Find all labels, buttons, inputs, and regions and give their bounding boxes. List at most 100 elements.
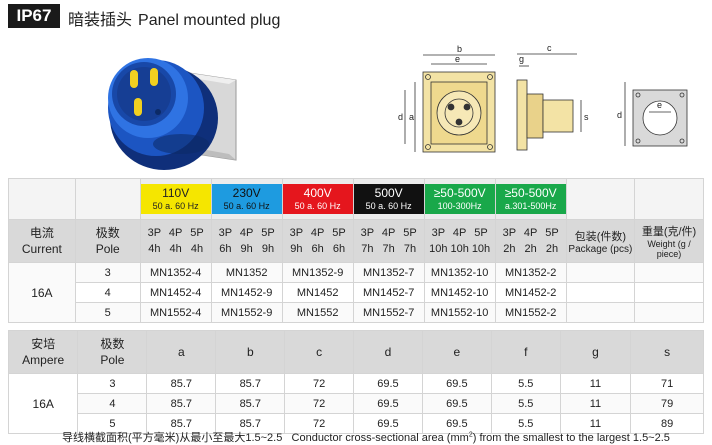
pole-cell: 5: [74, 302, 141, 323]
package-cell: [565, 282, 636, 303]
model-cell: MN1552-9: [210, 302, 283, 323]
dim-cell: 11: [559, 393, 632, 414]
pole-cell: 4: [77, 393, 148, 414]
pole-cell: 3: [77, 373, 148, 394]
model-cell: MN1352-10: [423, 262, 496, 283]
dim-cell: 5.5: [490, 393, 561, 414]
current-cell: 16A: [8, 262, 76, 323]
model-cell: MN1552-7: [352, 302, 425, 323]
header-package: 包装(件数)Package (pcs): [565, 219, 636, 263]
dim-label-e: e: [455, 54, 460, 64]
dim-label-d: d: [398, 112, 403, 122]
table-row: 16A 3 MN1352-4 MN1352 MN1352-9 MN1352-7 …: [8, 262, 704, 323]
table-row: 5 85.7 85.7 72 69.5 69.5 5.5 11 89: [9, 413, 704, 434]
product-photo: [108, 58, 237, 170]
table-row: 16A 3 85.7 85.7 72 69.5 69.5 5.5 11 71: [7, 373, 704, 434]
technical-drawings: b e a d c g s e d: [398, 43, 688, 153]
table-row: 5 MN1552-4 MN1552-9 MN1552 MN1552-7 MN15…: [9, 302, 704, 323]
model-cell: MN1552: [281, 302, 354, 323]
header-dim-g: g: [559, 330, 632, 374]
dim-label-b: b: [457, 44, 462, 54]
dim-cell: 85.7: [215, 393, 286, 414]
model-cell: MN1452-7: [352, 282, 425, 303]
model-cell: MN1452: [281, 282, 354, 303]
package-cell: [565, 262, 636, 283]
dim-cell: 11: [559, 373, 632, 394]
model-cell: MN1552-10: [423, 302, 496, 323]
ip-rating-badge: IP67: [8, 4, 60, 28]
dim-cell: 72: [284, 393, 354, 414]
pole-cell: 5: [77, 413, 148, 434]
header-dim-e: e: [421, 330, 492, 374]
model-cell: MN1452-10: [423, 282, 496, 303]
dim-cell: 71: [630, 373, 704, 394]
dim-cell: 85.7: [146, 393, 217, 414]
header-dim-d: d: [352, 330, 423, 374]
dim-label-d-cutout: d: [617, 110, 622, 120]
model-cell: MN1552-4: [139, 302, 212, 323]
header-dim-c: c: [284, 330, 354, 374]
dim-label-a: a: [409, 112, 414, 122]
footer-note-en-end: ) from the smallest to the largest 1.5~2…: [472, 432, 670, 444]
model-cell: MN1452-9: [210, 282, 283, 303]
dim-cell: 89: [630, 413, 704, 434]
dim-cell: 69.5: [421, 393, 492, 414]
model-cell: MN1352-4: [139, 262, 212, 283]
dim-cell: 5.5: [490, 373, 561, 394]
pole-cell: 3: [74, 262, 141, 283]
package-cell: [565, 302, 636, 323]
pole-cell: 4: [74, 282, 141, 303]
dim-cell: 69.5: [421, 373, 492, 394]
header-dim-s: s: [630, 330, 704, 374]
model-cell: MN1452-4: [139, 282, 212, 303]
weight-cell: [634, 302, 704, 323]
dim-cell: 85.7: [215, 413, 286, 434]
dim-cell: 11: [559, 413, 632, 434]
dim-label-s: s: [584, 112, 589, 122]
dim-cell: 85.7: [215, 373, 286, 394]
model-cell: MN1352-7: [352, 262, 425, 283]
weight-cell: [634, 282, 704, 303]
dim-cell: 69.5: [421, 413, 492, 434]
dim-label-c: c: [547, 43, 552, 53]
model-cell: MN1552-2: [494, 302, 567, 323]
model-cell: MN1452-2: [494, 282, 567, 303]
footer-note-cn: 导线横截面积(平方毫米)从最小至最大1.5~2.5: [62, 432, 283, 444]
header-weight: 重量(克/件)Weight (g / piece): [634, 219, 704, 263]
dim-cell: 85.7: [146, 413, 217, 434]
table-row: 4 MN1452-4 MN1452-9 MN1452 MN1452-7 MN14…: [9, 282, 704, 303]
footer-note-en: Conductor cross-sectional area (mm: [291, 432, 469, 444]
footer-note: 导线横截面积(平方毫米)从最小至最大1.5~2.5 Conductor cros…: [62, 429, 670, 445]
dim-cell: 85.7: [146, 373, 217, 394]
model-cell: MN1352-9: [281, 262, 354, 283]
ampere-cell: 16A: [7, 373, 79, 434]
dim-cell: 72: [284, 373, 354, 394]
footer-note-sup: 2: [468, 431, 473, 439]
dim-cell: 69.5: [352, 373, 423, 394]
model-cell: MN1352-2: [494, 262, 567, 283]
dim-cell: 5.5: [490, 413, 561, 434]
table-row: 4 85.7 85.7 72 69.5 69.5 5.5 11 79: [9, 393, 704, 414]
dim-label-e-cutout: e: [657, 100, 662, 110]
model-cell: MN1352: [210, 262, 283, 283]
